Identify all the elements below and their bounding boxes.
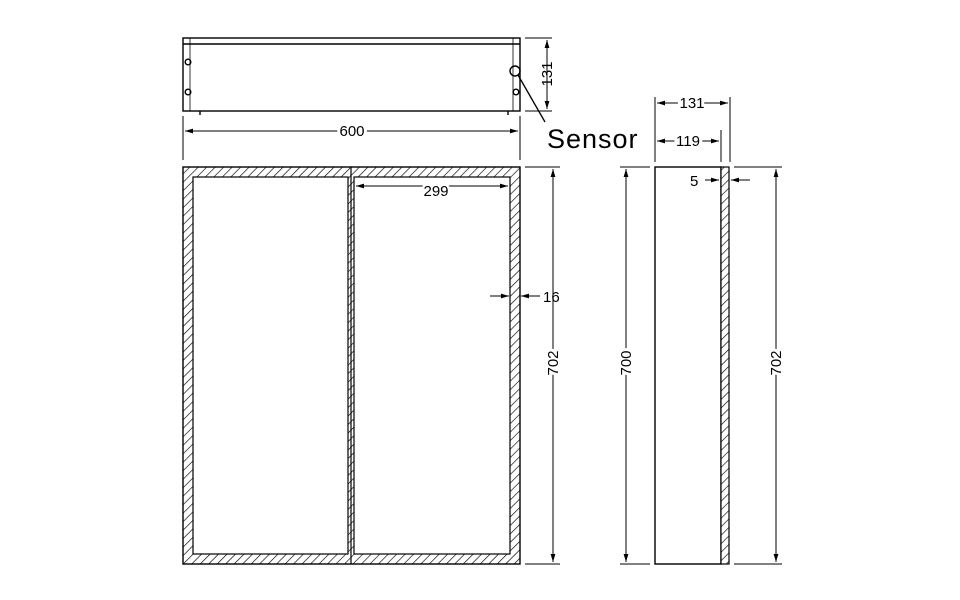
sensor-label: Sensor (547, 124, 639, 154)
frame-border-value: 16 (543, 289, 560, 306)
side-body-height-dimension (620, 166, 650, 565)
side-door-thickness-value: 5 (690, 173, 698, 190)
front-view (182, 166, 521, 565)
front-height-value: 702 (545, 350, 562, 375)
top-width-value: 600 (339, 123, 364, 140)
side-view (654, 166, 730, 565)
top-width-dimension (182, 116, 521, 160)
side-total-height-value: 702 (768, 350, 785, 375)
top-depth-dimension (525, 37, 552, 112)
top-depth-value: 131 (539, 61, 556, 86)
side-total-height-dimension (734, 166, 782, 565)
door-left (192, 176, 349, 555)
door-width-value: 299 (423, 183, 448, 200)
front-height-dimension (525, 166, 560, 565)
sensor-icon (509, 65, 521, 77)
door-right (353, 176, 511, 555)
side-body-height-value: 700 (618, 350, 635, 375)
side-depth-total-dimension (654, 97, 731, 162)
side-depth-total-value: 131 (679, 95, 704, 112)
sensor-leader (517, 74, 546, 123)
side-depth-body-value: 119 (676, 133, 700, 150)
side-depth-body-dimension (657, 130, 722, 162)
top-view (182, 37, 521, 115)
side-door-panel (720, 166, 730, 565)
